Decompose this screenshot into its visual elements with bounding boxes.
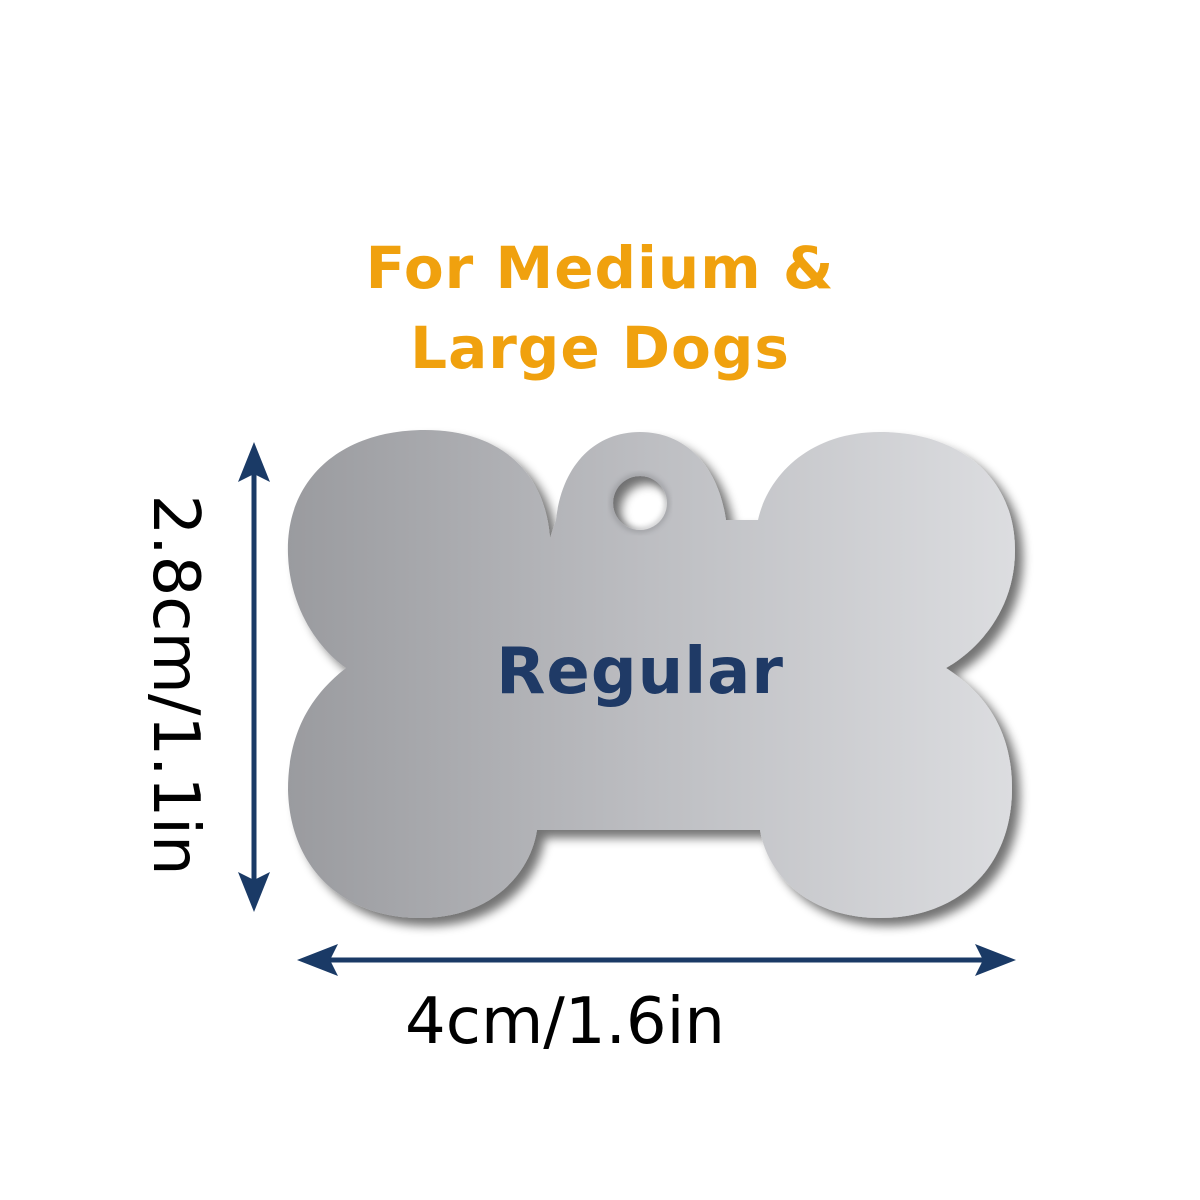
bone-tag bbox=[287, 430, 1015, 918]
width-dimension-label: 4cm/1.6in bbox=[405, 985, 725, 1059]
key-ring-hole bbox=[611, 474, 669, 532]
tag-engraving-label: Regular bbox=[496, 635, 784, 709]
size-title: For Medium & Large Dogs bbox=[0, 228, 1200, 388]
height-dimension-arrow bbox=[238, 442, 270, 912]
size-title-line-2: Large Dogs bbox=[410, 314, 790, 382]
width-dimension-arrow bbox=[297, 944, 1016, 976]
height-dimension-label: 2.8cm/1.1in bbox=[138, 494, 212, 876]
size-title-line-1: For Medium & bbox=[365, 234, 835, 302]
